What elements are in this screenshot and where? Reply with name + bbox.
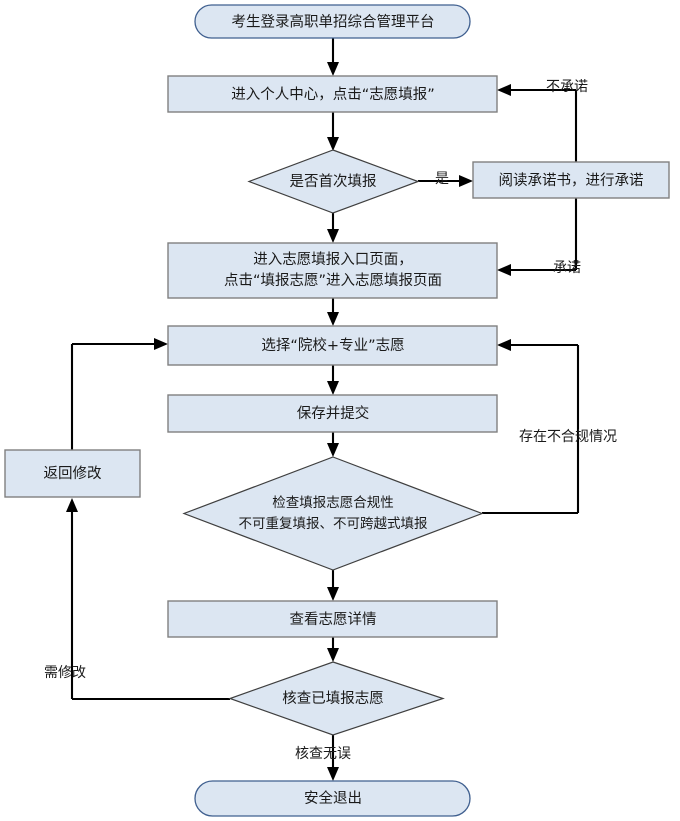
node-save-submit[interactable]: 保存并提交 — [167, 394, 498, 433]
node-verify-filled[interactable]: 核查已填报志愿 — [228, 661, 445, 736]
node-start[interactable]: 考生登录高职单招综合管理平台 — [194, 4, 471, 39]
node-start-label: 考生登录高职单招综合管理平台 — [232, 14, 435, 31]
edge-first-time-to-entry-page — [327, 213, 339, 243]
edge-save-submit-to-check-validity — [327, 432, 339, 457]
edge-label-not-commit: 不承诺 — [546, 79, 588, 95]
edge-read-commitment-to-personal-center — [497, 84, 578, 162]
node-personal-center[interactable]: 进入个人中心，点击“志愿填报” — [167, 75, 498, 113]
node-check-validity[interactable]: 检查填报志愿合规性 不可重复填报、不可跨越式填报 — [182, 456, 484, 571]
edge-label-need-modify: 需修改 — [44, 665, 86, 681]
node-safe-exit-label: 安全退出 — [304, 789, 362, 807]
node-entry-page-label-line2: 点击“填报志愿”进入志愿填报页面 — [224, 272, 442, 289]
node-return-modify[interactable]: 返回修改 — [4, 449, 141, 498]
node-choose-major-label: 选择“院校+专业”志愿 — [261, 337, 404, 354]
edge-verify-filled-to-return-modify — [66, 498, 230, 701]
edge-label-commit: 承诺 — [553, 260, 581, 276]
edge-check-validity-to-view-detail — [327, 570, 339, 601]
node-read-commitment[interactable]: 阅读承诺书，进行承诺 — [472, 161, 670, 199]
edge-first-time-to-read-commitment — [418, 175, 473, 187]
node-entry-page[interactable]: 进入志愿填报入口页面， 点击“填报志愿”进入志愿填报页面 — [167, 242, 498, 299]
edge-return-modify-to-choose-major — [70, 338, 168, 450]
edge-verify-filled-to-safe-exit — [327, 735, 339, 781]
node-personal-center-label: 进入个人中心，点击“志愿填报” — [231, 86, 435, 103]
node-entry-page-label-line1: 进入志愿填报入口页面， — [253, 251, 413, 268]
edge-view-detail-to-verify-filled — [327, 637, 339, 662]
node-read-commitment-label: 阅读承诺书，进行承诺 — [499, 172, 644, 189]
node-save-submit-label: 保存并提交 — [297, 404, 370, 422]
edge-label-yes: 是 — [435, 171, 449, 187]
edge-entry-page-to-choose-major — [327, 298, 339, 326]
edge-choose-major-to-save-submit — [327, 365, 339, 395]
edge-personal-center-to-first-time — [327, 112, 339, 151]
node-view-detail[interactable]: 查看志愿详情 — [167, 600, 498, 638]
node-check-validity-label-line2: 不可重复填报、不可跨越式填报 — [239, 515, 428, 532]
edge-check-validity-to-choose-major — [482, 339, 580, 515]
node-view-detail-label: 查看志愿详情 — [290, 611, 377, 628]
edge-label-verified-ok: 核查无误 — [295, 746, 351, 762]
node-choose-major[interactable]: 选择“院校+专业”志愿 — [167, 325, 498, 366]
node-first-time[interactable]: 是否首次填报 — [247, 149, 420, 214]
node-return-modify-label: 返回修改 — [44, 465, 102, 482]
node-check-validity-label-line1: 检查填报志愿合规性 — [272, 495, 394, 511]
edge-label-non-compliant: 存在不合规情况 — [519, 429, 617, 445]
node-first-time-label: 是否首次填报 — [290, 173, 377, 190]
edge-read-commitment-to-entry-page — [497, 198, 578, 276]
node-safe-exit[interactable]: 安全退出 — [194, 780, 471, 817]
edge-start-to-personal-center — [327, 38, 339, 76]
node-verify-filled-label: 核查已填报志愿 — [282, 690, 384, 707]
